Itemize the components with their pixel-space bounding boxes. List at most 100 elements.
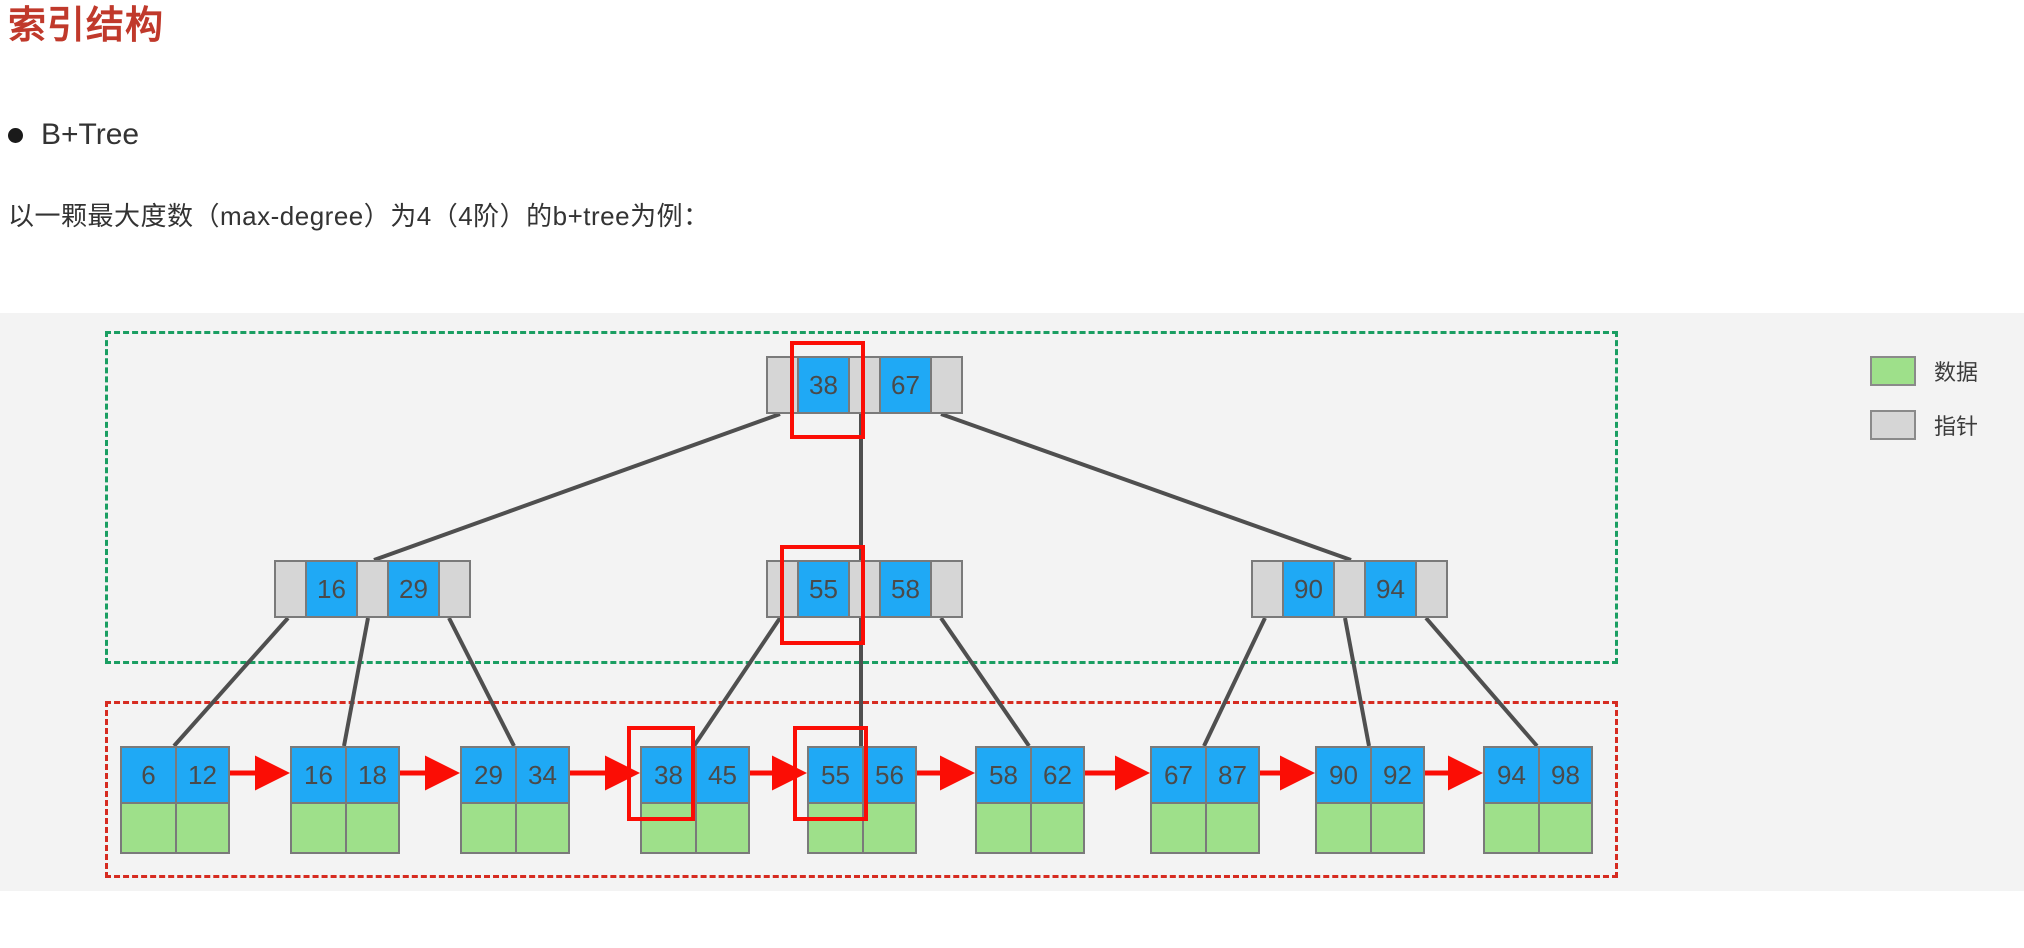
key-cell: 87 [1205, 748, 1258, 802]
key-cell: 94 [1485, 748, 1538, 802]
leaf-data-row [462, 802, 568, 852]
leaf-data-row [809, 802, 915, 852]
key-cell: 98 [1538, 748, 1591, 802]
key-cell: 38 [797, 358, 850, 412]
leaf-key-row: 55 56 [809, 748, 915, 802]
leaf-node-90-92[interactable]: 90 92 [1315, 746, 1425, 854]
pointer-cell [768, 562, 797, 616]
leaf-data-row [1485, 802, 1591, 852]
pointer-cell [358, 562, 387, 616]
legend: 数据 指针 [1869, 355, 1978, 441]
data-cell [462, 802, 515, 852]
key-cell: 16 [305, 562, 358, 616]
leaf-data-row [977, 802, 1083, 852]
data-cell [1317, 802, 1370, 852]
data-cell [122, 802, 175, 852]
leaf-key-row: 94 98 [1485, 748, 1591, 802]
internal-node-55-58[interactable]: 55 58 [766, 560, 963, 618]
leaf-key-row: 38 45 [642, 748, 748, 802]
leaf-data-row [1152, 802, 1258, 852]
key-cell: 55 [797, 562, 850, 616]
data-cell [862, 802, 915, 852]
legend-item-label: 指针 [1933, 414, 1978, 439]
key-cell: 6 [122, 748, 175, 802]
internal-node-root[interactable]: 38 67 [766, 356, 963, 414]
key-cell: 92 [1370, 748, 1423, 802]
data-cell [1030, 802, 1083, 852]
green-swatch-icon [1869, 356, 1916, 386]
legend-item-pointer: 指针 [1869, 409, 1978, 441]
tree-edges [172, 412, 1539, 748]
pointer-cell [1335, 562, 1364, 616]
pointer-cell [932, 358, 961, 412]
key-cell: 18 [345, 748, 398, 802]
pointer-cell [850, 358, 879, 412]
key-cell: 29 [462, 748, 515, 802]
key-cell: 67 [1152, 748, 1205, 802]
key-cell: 45 [695, 748, 748, 802]
leaf-data-row [1317, 802, 1423, 852]
gray-swatch-icon [1869, 410, 1916, 440]
key-cell: 56 [862, 748, 915, 802]
data-cell [977, 802, 1030, 852]
pointer-cell [850, 562, 879, 616]
data-cell [642, 802, 695, 852]
data-cell [1205, 802, 1258, 852]
key-cell: 90 [1317, 748, 1370, 802]
key-cell: 58 [879, 562, 932, 616]
btree-diagram: 38 67 16 29 55 58 90 94 6 12 [0, 313, 2024, 891]
bullet-item-label: B+Tree [41, 118, 140, 151]
leaf-node-16-18[interactable]: 16 18 [290, 746, 400, 854]
key-cell: 67 [879, 358, 932, 412]
leaf-node-55-56[interactable]: 55 56 [807, 746, 917, 854]
pointer-cell [768, 358, 797, 412]
pointer-cell [932, 562, 961, 616]
leaf-node-6-12[interactable]: 6 12 [120, 746, 230, 854]
bullet-item-btree: B+Tree [8, 118, 139, 152]
key-cell: 34 [515, 748, 568, 802]
leaf-node-58-62[interactable]: 58 62 [975, 746, 1085, 854]
data-cell [175, 802, 228, 852]
pointer-cell [276, 562, 305, 616]
pointer-cell [1253, 562, 1282, 616]
leaf-node-94-98[interactable]: 94 98 [1483, 746, 1593, 854]
legend-item-label: 数据 [1933, 360, 1978, 385]
pointer-cell [1417, 562, 1446, 616]
data-cell [1152, 802, 1205, 852]
leaf-data-row [642, 802, 748, 852]
data-cell [809, 802, 862, 852]
key-cell: 55 [809, 748, 862, 802]
intro-paragraph: 以一颗最大度数（max-degree）为4（4阶）的b+tree为例： [8, 201, 710, 231]
data-cell [1485, 802, 1538, 852]
internal-node-90-94[interactable]: 90 94 [1251, 560, 1448, 618]
legend-item-data: 数据 [1869, 355, 1978, 387]
key-cell: 29 [387, 562, 440, 616]
leaf-link-arrows [230, 755, 1484, 791]
key-cell: 38 [642, 748, 695, 802]
data-cell [1538, 802, 1591, 852]
page-title: 索引结构 [8, 5, 165, 47]
pointer-cell [440, 562, 469, 616]
data-cell [292, 802, 345, 852]
leaf-key-row: 6 12 [122, 748, 228, 802]
leaf-node-38-45[interactable]: 38 45 [640, 746, 750, 854]
data-cell [345, 802, 398, 852]
leaf-key-row: 16 18 [292, 748, 398, 802]
leaf-key-row: 29 34 [462, 748, 568, 802]
data-cell [1370, 802, 1423, 852]
key-cell: 12 [175, 748, 228, 802]
leaf-data-row [292, 802, 398, 852]
leaf-data-row [122, 802, 228, 852]
data-cell [515, 802, 568, 852]
key-cell: 58 [977, 748, 1030, 802]
leaf-node-29-34[interactable]: 29 34 [460, 746, 570, 854]
internal-node-16-29[interactable]: 16 29 [274, 560, 471, 618]
key-cell: 16 [292, 748, 345, 802]
key-cell: 62 [1030, 748, 1083, 802]
leaf-node-67-87[interactable]: 67 87 [1150, 746, 1260, 854]
data-cell [695, 802, 748, 852]
leaf-key-row: 90 92 [1317, 748, 1423, 802]
key-cell: 90 [1282, 562, 1335, 616]
key-cell: 94 [1364, 562, 1417, 616]
leaf-key-row: 67 87 [1152, 748, 1258, 802]
